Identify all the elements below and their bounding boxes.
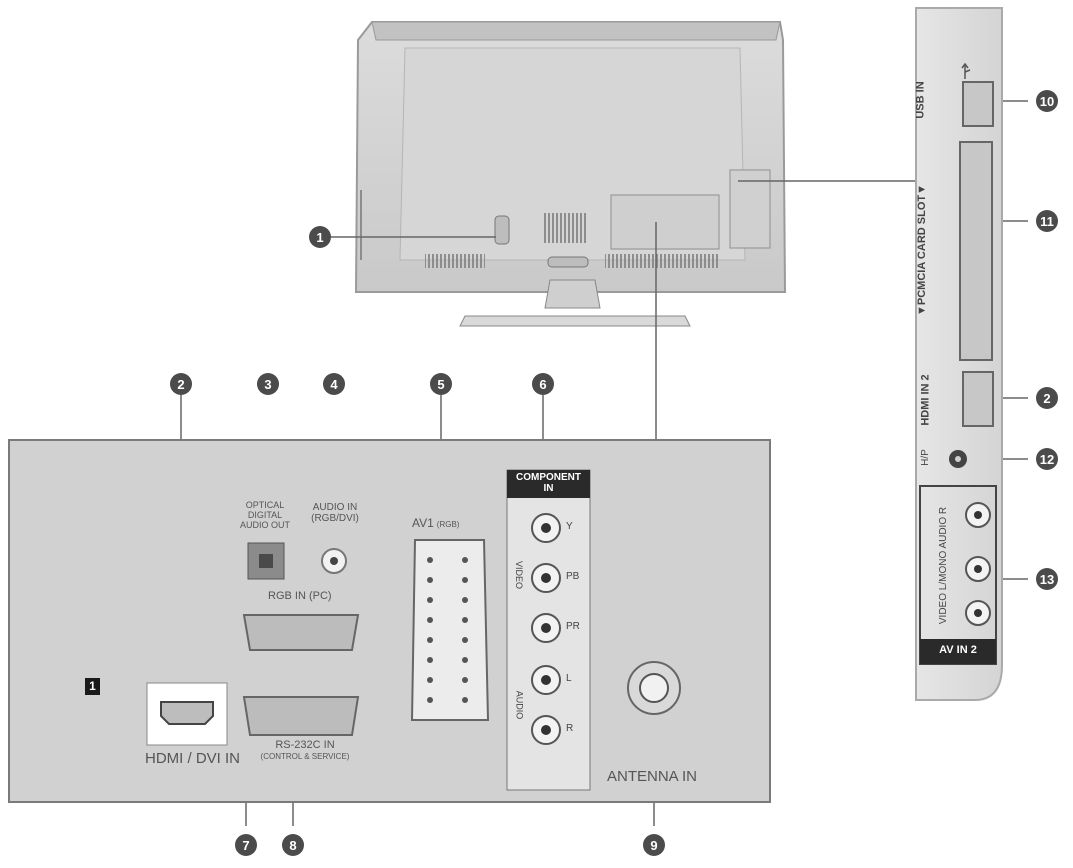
jack-r-label: R — [566, 723, 574, 734]
audio-label: AUDIO — [514, 690, 525, 720]
jack-l-label: L — [566, 673, 572, 684]
callout-6: 6 — [532, 373, 554, 395]
hdmi-index-badge: 1 — [85, 678, 100, 695]
av-in2-label: AV IN 2 — [939, 644, 977, 656]
av-in2-side-label: VIDEO L/MONO AUDIO R — [938, 506, 950, 625]
jack-y-label: Y — [566, 521, 573, 532]
callout-2: 2 — [170, 373, 192, 395]
callout-13: 13 — [1036, 568, 1058, 590]
jack-pb-label: PB — [566, 571, 580, 582]
callout-3: 3 — [257, 373, 279, 395]
antenna-label: ANTENNA IN — [607, 768, 698, 785]
callout-2-side: 2 — [1036, 387, 1058, 409]
callout-7: 7 — [235, 834, 257, 856]
usb-icon — [961, 62, 971, 79]
callout-5: 5 — [430, 373, 452, 395]
callout-10: 10 — [1036, 90, 1058, 112]
hdmi2-label: HDMI IN 2 — [919, 374, 932, 426]
pcmcia-label: ▼PCMCIA CARD SLOT▼ — [915, 184, 928, 316]
callout-4: 4 — [323, 373, 345, 395]
jack-pr-label: PR — [566, 621, 580, 632]
usb-in-label: USB IN — [914, 81, 927, 119]
side-connector-panel — [915, 7, 1003, 701]
optical-label: OPTICAL DIGITAL AUDIO OUT — [239, 500, 290, 530]
rs232-label: RS-232C IN (CONTROL & SERVICE) — [260, 739, 350, 762]
hdmi-dvi-label: HDMI / DVI IN — [145, 750, 241, 767]
audio-in-label: AUDIO IN (RGB/DVI) — [311, 502, 359, 524]
av1-label: AV1(RGB) — [412, 516, 460, 530]
tv-back-view — [354, 21, 787, 327]
callout-1: 1 — [309, 226, 331, 248]
hp-label: H/P — [919, 449, 931, 466]
component-label: COMPONENT IN — [516, 472, 581, 494]
callout-8: 8 — [282, 834, 304, 856]
callout-11: 11 — [1036, 210, 1058, 232]
rear-connector-panel — [8, 439, 771, 803]
video-label: VIDEO — [514, 560, 525, 590]
callout-9: 9 — [643, 834, 665, 856]
callout-12: 12 — [1036, 448, 1058, 470]
rgb-in-label: RGB IN (PC) — [268, 590, 332, 602]
